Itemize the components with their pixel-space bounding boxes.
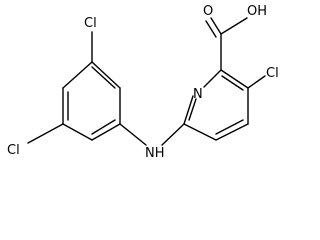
chemical-structure: Cl Cl NH N OH O Cl — [7, 4, 279, 161]
atom-cl-top: Cl — [84, 16, 97, 31]
double-bond — [215, 119, 244, 135]
bond — [183, 95, 194, 125]
atom-cl-right: Cl — [266, 66, 279, 81]
dichlorophenyl-ring — [62, 61, 121, 141]
atom-amine: NH — [145, 146, 165, 161]
bond-cl-left — [27, 123, 64, 144]
bond — [91, 61, 121, 89]
bond-c-oh — [220, 17, 248, 35]
atom-hydroxyl: OH — [247, 4, 267, 19]
bond — [62, 61, 93, 89]
bond-aryl-nh — [119, 123, 147, 146]
atom-carbonyl-oxygen: O — [203, 4, 213, 19]
double-bond — [91, 66, 116, 89]
double-bond — [221, 75, 244, 91]
bond — [183, 123, 217, 141]
bond-c-o-double — [205, 20, 217, 38]
bond-c-o — [210, 17, 222, 35]
bond — [215, 123, 249, 141]
atom-cl-left: Cl — [7, 143, 20, 158]
bond — [203, 69, 222, 88]
pyridine-ring — [183, 69, 249, 141]
double-bond — [91, 119, 116, 135]
atom-ring-nitrogen: N — [193, 87, 203, 102]
bond — [91, 123, 121, 141]
bond-cl-right — [247, 75, 266, 89]
bond-nh-pyridine — [161, 123, 185, 146]
bond — [62, 123, 93, 141]
bond — [220, 69, 249, 89]
double-bond — [188, 98, 197, 121]
